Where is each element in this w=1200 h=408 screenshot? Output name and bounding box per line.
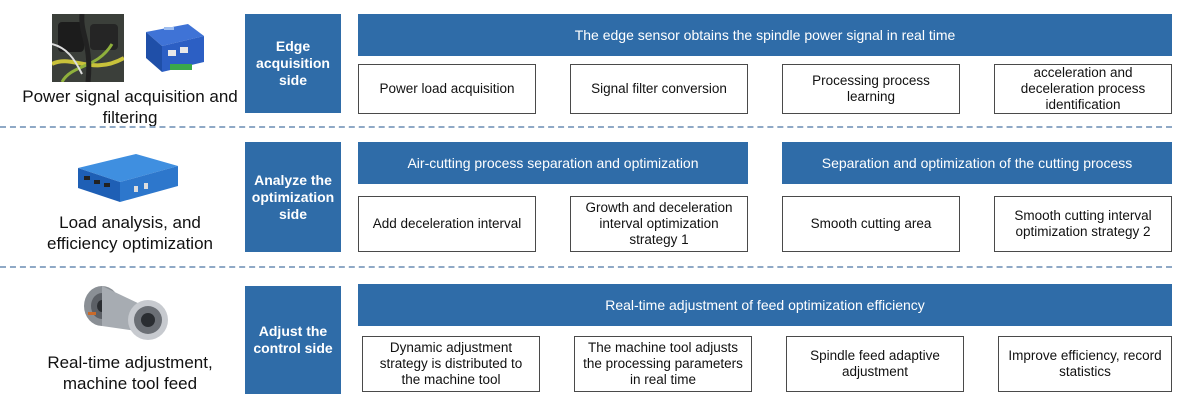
box-3-3: Spindle feed adaptive adjustment [786,336,964,392]
side-label-2: Analyze the optimization side [245,142,341,252]
side-label-1: Edge acquisition side [245,14,341,113]
side-label-3: Adjust the control side [245,286,341,394]
spindle-photo [78,282,178,344]
divider-1 [0,126,1172,128]
box-3-1: Dynamic adjustment strategy is distribut… [362,336,540,392]
box-3-4: Improve efficiency, record statistics [998,336,1172,392]
band-2-left: Air-cutting process separation and optim… [358,142,748,184]
band-3: Real-time adjustment of feed optimizatio… [358,284,1172,326]
blue-box-device-photo [74,150,182,206]
row-label-3: Real-time adjustment, machine tool feed [47,353,213,393]
band-2-right: Separation and optimization of the cutti… [782,142,1172,184]
row-label-2: Load analysis, and efficiency optimizati… [47,213,213,253]
band-1: The edge sensor obtains the spindle powe… [358,14,1172,56]
box-1-2: Signal filter conversion [570,64,748,114]
box-2-2: Growth and deceleration interval optimiz… [570,196,748,252]
box-2-1: Add deceleration interval [358,196,536,252]
edge-device-photo [140,18,210,78]
box-2-3: Smooth cutting area [782,196,960,252]
box-3-2: The machine tool adjusts the processing … [574,336,752,392]
box-1-3: Processing process learning [782,64,960,114]
divider-2 [0,266,1172,268]
row-label-1: Power signal acquisition and filtering [22,87,238,127]
box-1-4: acceleration and deceleration process id… [994,64,1172,114]
power-sensor-photo [52,14,124,82]
box-1-1: Power load acquisition [358,64,536,114]
box-2-4: Smooth cutting interval optimization str… [994,196,1172,252]
